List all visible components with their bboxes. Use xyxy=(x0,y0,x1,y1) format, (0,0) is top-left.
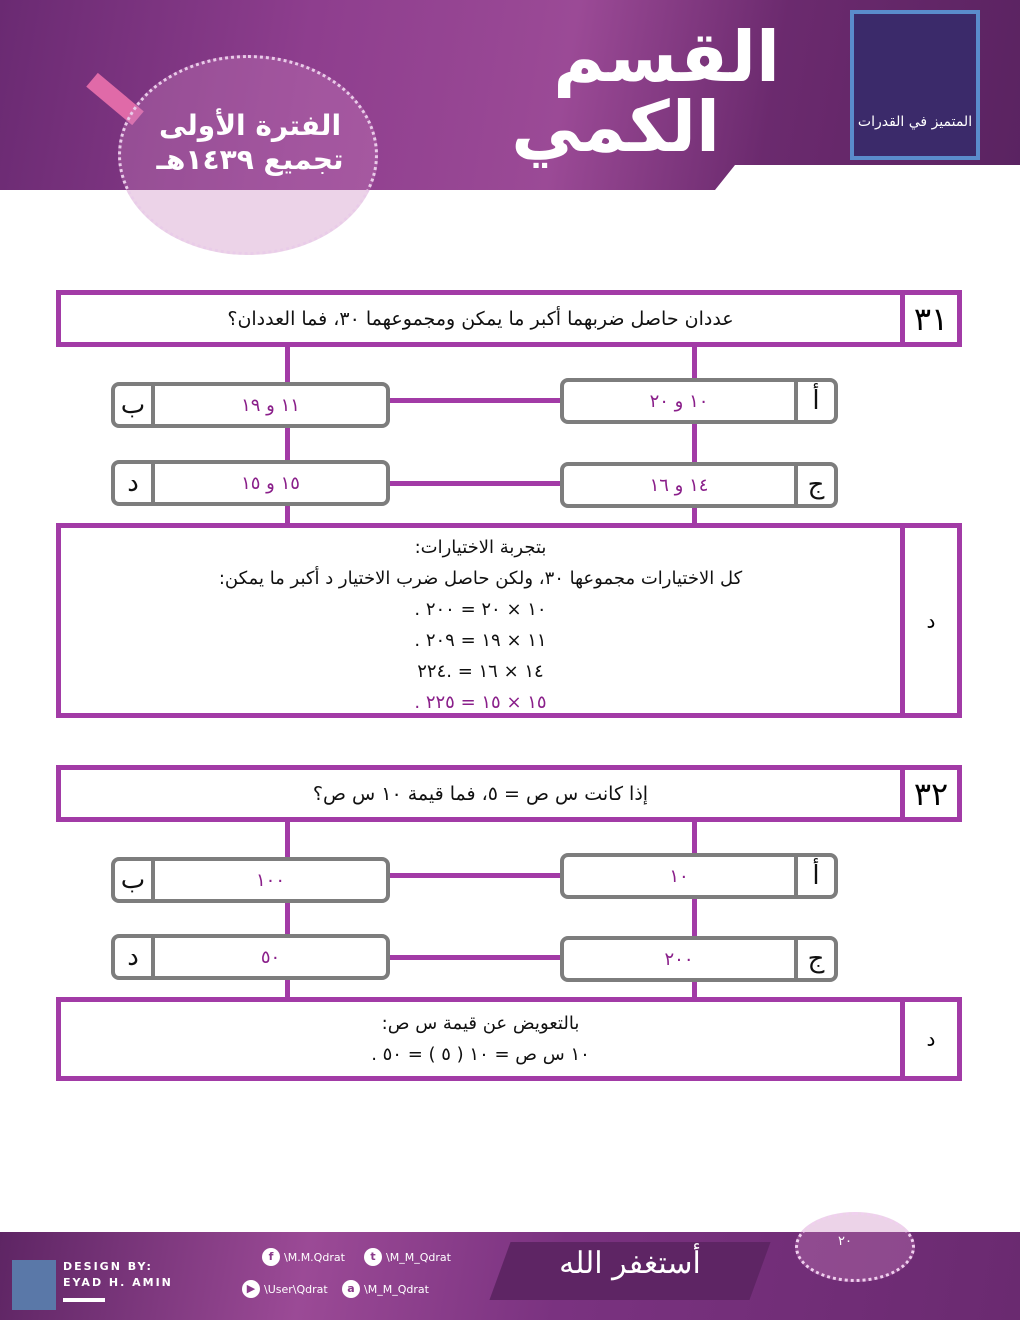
divider xyxy=(63,1298,105,1302)
option-letter: ب xyxy=(115,386,155,424)
explanation: بتجربة الاختيارات: كل الاختيارات مجموعها… xyxy=(61,528,900,713)
connector xyxy=(285,345,290,525)
twitter-handle: \M_M_Qdrat xyxy=(386,1250,451,1264)
facebook-handle: \M.M.Qdrat xyxy=(284,1250,345,1264)
page-number: ٢٠ xyxy=(838,1234,852,1249)
logo-text: المتميز في القدرات xyxy=(857,114,973,130)
twitter-icon: t xyxy=(364,1248,382,1266)
option-letter: ج xyxy=(794,940,834,978)
option-value: ١٤ و ١٦ xyxy=(649,474,709,496)
connector xyxy=(285,820,290,1000)
question-text: إذا كانت س ص = ٥، فما قيمة ١٠ س ص؟ xyxy=(312,782,649,805)
footer-banner: DESIGN BY: EYAD H. AMIN f \M.M.Qdrat t \M_… xyxy=(0,1212,1020,1320)
designer-logo xyxy=(12,1260,56,1310)
option-b[interactable]: ب ١٠٠ xyxy=(111,857,390,903)
explanation-box: بالتعويض عن قيمة س ص: ١٠ س ص = ١٠ ( ٥ ) … xyxy=(56,997,962,1081)
option-d[interactable]: د ٥٠ xyxy=(111,934,390,980)
ask-handle: \M_M_Qdrat xyxy=(364,1282,429,1296)
explanation-line: ١٥ × ١٥ = ٢٢٥ . xyxy=(414,692,547,713)
option-letter: ج xyxy=(794,466,834,504)
connector xyxy=(388,398,563,403)
explanation-line: بتجربة الاختيارات: xyxy=(414,537,547,558)
calligraphy: أستغفر الله xyxy=(559,1246,701,1281)
question-number: ٣١ xyxy=(900,295,957,342)
youtube-handle: \User\Qdrat xyxy=(264,1282,328,1296)
option-value: ٢٠٠ xyxy=(664,948,694,970)
question-box: عددان حاصل ضربهما أكبر ما يمكن ومجموعهما… xyxy=(56,290,962,347)
option-c[interactable]: ٢٠٠ ج xyxy=(560,936,838,982)
option-c[interactable]: ١٤ و ١٦ ج xyxy=(560,462,838,508)
logo: المتميز في القدرات xyxy=(850,10,980,160)
option-letter: أ xyxy=(794,382,834,420)
designer-name: EYAD H. AMIN xyxy=(63,1276,173,1289)
question-number: ٣٢ xyxy=(900,770,957,817)
question-box: إذا كانت س ص = ٥، فما قيمة ١٠ س ص؟ ٣٢ xyxy=(56,765,962,822)
period-badge xyxy=(118,55,378,255)
option-value: ١٠ و ٢٠ xyxy=(649,390,709,412)
explanation-line: ١٤ × ١٦ = .٢٢٤ xyxy=(417,661,544,682)
explanation-line: بالتعويض عن قيمة س ص: xyxy=(381,1013,580,1034)
explanation-line: ١١ × ١٩ = ٢٠٩ . xyxy=(414,630,547,651)
connector xyxy=(388,873,563,878)
connector xyxy=(388,481,563,486)
explanation-line: ١٠ × ٢٠ = ٢٠٠ . xyxy=(414,599,547,620)
facebook-icon: f xyxy=(262,1248,280,1266)
youtube-link[interactable]: ▶ \User\Qdrat xyxy=(242,1280,328,1298)
option-letter: ب xyxy=(115,861,155,899)
option-a[interactable]: ١٠ أ xyxy=(560,853,838,899)
answer-letter: د xyxy=(900,528,957,713)
connector xyxy=(692,345,697,525)
ask-icon: a xyxy=(342,1280,360,1298)
period-line1: الفترة الأولى xyxy=(158,109,342,142)
design-by-label: DESIGN BY: xyxy=(63,1260,153,1273)
option-b[interactable]: ب ١١ و ١٩ xyxy=(111,382,390,428)
option-letter: أ xyxy=(794,857,834,895)
option-letter: د xyxy=(115,938,155,976)
option-value: ١٠ xyxy=(669,865,689,887)
page-badge xyxy=(795,1212,915,1282)
title-line1: القسم xyxy=(553,16,780,98)
explanation: بالتعويض عن قيمة س ص: ١٠ س ص = ١٠ ( ٥ ) … xyxy=(61,1002,900,1076)
explanation-box: بتجربة الاختيارات: كل الاختيارات مجموعها… xyxy=(56,523,962,718)
option-value: ١٥ و ١٥ xyxy=(241,472,300,494)
option-value: ١١ و ١٩ xyxy=(241,394,300,416)
explanation-line: كل الاختيارات مجموعها ٣٠، ولكن حاصل ضرب … xyxy=(218,568,743,589)
explanation-line: ١٠ س ص = ١٠ ( ٥ ) = ٥٠ . xyxy=(371,1044,590,1065)
answer-letter: د xyxy=(900,1002,957,1076)
connector xyxy=(692,820,697,1000)
option-d[interactable]: د ١٥ و ١٥ xyxy=(111,460,390,506)
facebook-link[interactable]: f \M.M.Qdrat xyxy=(262,1248,345,1266)
period-line2: تجميع ١٤٣٩هـ xyxy=(156,143,344,176)
option-letter: د xyxy=(115,464,155,502)
option-value: ٥٠ xyxy=(260,946,281,968)
option-a[interactable]: ١٠ و ٢٠ أ xyxy=(560,378,838,424)
youtube-icon: ▶ xyxy=(242,1280,260,1298)
title-line2: الكمي xyxy=(511,86,720,168)
option-value: ١٠٠ xyxy=(256,869,286,891)
twitter-link[interactable]: t \M_M_Qdrat xyxy=(364,1248,451,1266)
connector xyxy=(388,955,563,960)
question-text: عددان حاصل ضربهما أكبر ما يمكن ومجموعهما… xyxy=(227,307,734,330)
ask-link[interactable]: a \M_M_Qdrat xyxy=(342,1280,429,1298)
